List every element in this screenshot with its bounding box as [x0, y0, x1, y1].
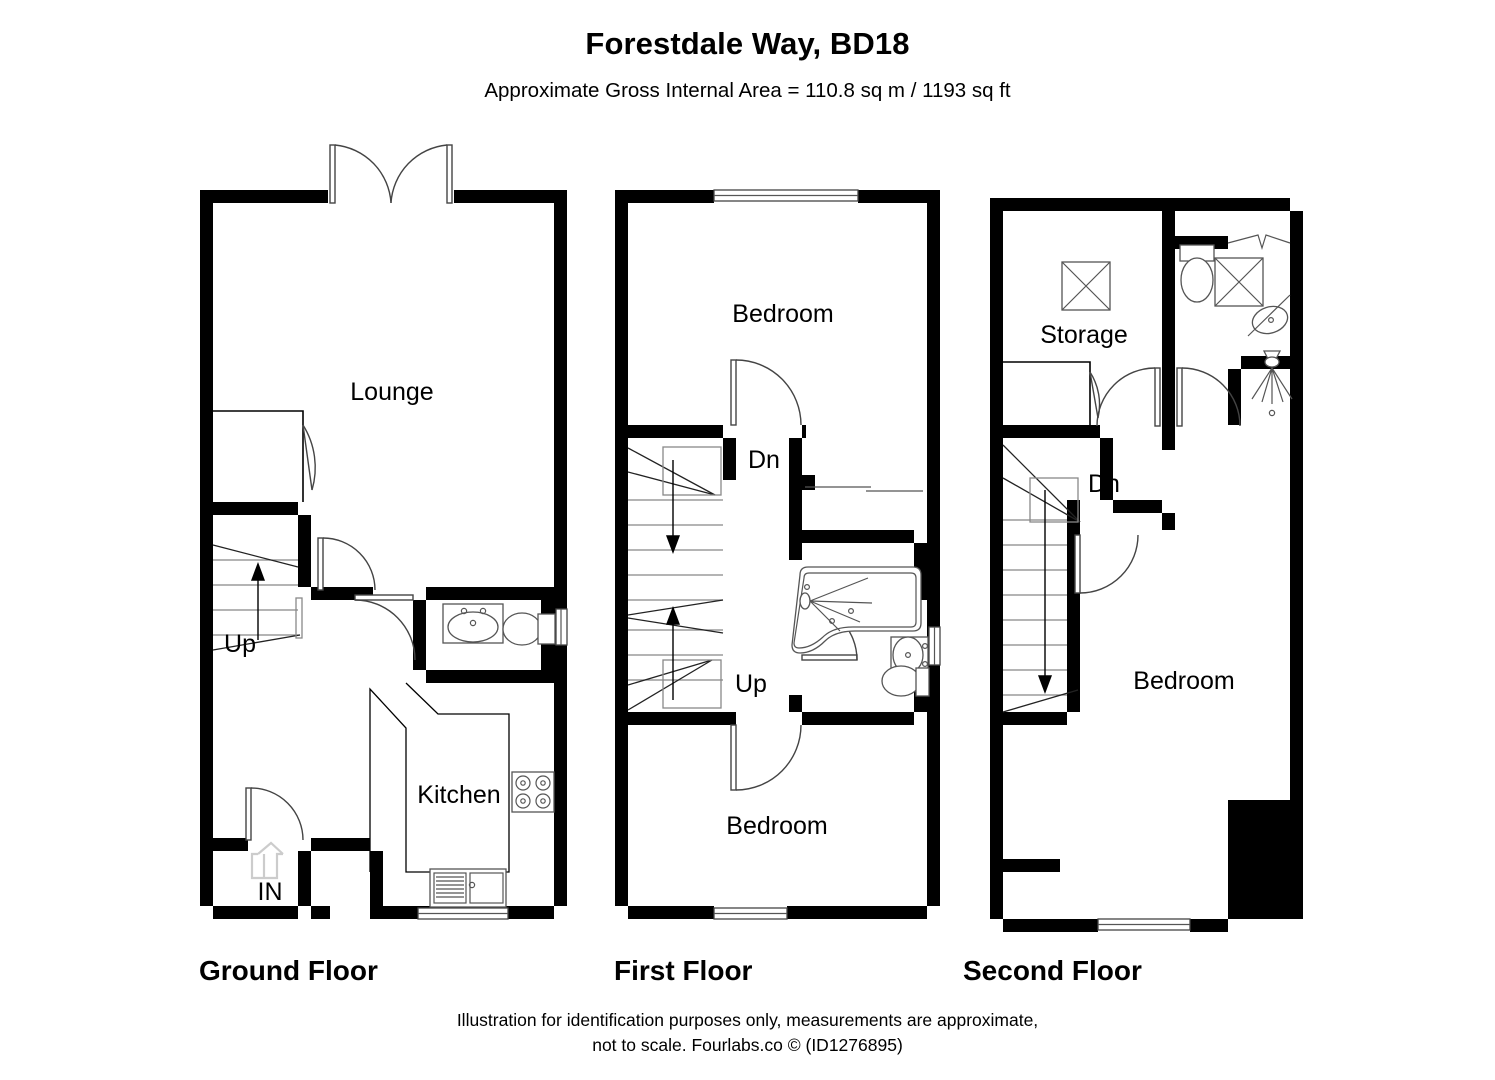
kitchen-window — [417, 907, 509, 920]
disclaimer-footer: Illustration for identification purposes… — [0, 1008, 1495, 1058]
second-room-storage-label: Storage — [1040, 321, 1128, 349]
entrance-door[interactable] — [245, 787, 304, 841]
first-up-label: Up — [735, 670, 767, 698]
ensuite-door[interactable] — [1176, 367, 1241, 427]
first-front-bedroom-door[interactable] — [730, 359, 802, 426]
ensuite-basin — [1247, 294, 1291, 337]
wc-window — [555, 608, 568, 646]
ground-in-label: IN — [258, 878, 283, 906]
ground-up-label: Up — [224, 630, 256, 658]
first-staircase — [627, 446, 724, 711]
in-arrow-icon — [250, 841, 284, 880]
shower-bath — [791, 566, 922, 654]
kitchen-sink — [429, 868, 507, 908]
landing-partition — [805, 486, 923, 492]
area-subtitle: Approximate Gross Internal Area = 110.8 … — [484, 79, 1011, 102]
second-dn-label: Dn — [1088, 470, 1120, 498]
wc-door[interactable] — [354, 594, 416, 661]
ground-floor-walls — [200, 190, 567, 919]
hall-lounge-door[interactable] — [317, 537, 376, 591]
ensuite-toilet — [1179, 244, 1215, 303]
french-doors[interactable] — [329, 144, 453, 204]
first-room-bedroom-rear-label: Bedroom — [726, 812, 827, 840]
wc-toilet — [502, 612, 556, 646]
disclaimer-line-1: Illustration for identification purposes… — [456, 1010, 1039, 1030]
first-rear-bedroom-door[interactable] — [730, 724, 802, 791]
disclaimer-line-2: not to scale. Fourlabs.co © (ID1276895) — [592, 1035, 903, 1055]
ensuite-shower-head — [1251, 350, 1293, 417]
second-floor-plan: Dn Storage Bedroom — [990, 198, 1303, 932]
ground-room-kitchen-label: Kitchen — [417, 781, 500, 809]
ground-staircase — [212, 544, 303, 651]
ground-floor-caption: Ground Floor — [199, 955, 378, 986]
storage-hatch — [1061, 261, 1111, 311]
bathroom-window — [928, 626, 941, 666]
ensuite-roof-window — [1227, 234, 1291, 251]
storage-door[interactable] — [1096, 367, 1161, 427]
understairs-cupboard — [213, 410, 316, 502]
ensuite-shower-tray — [1214, 257, 1264, 307]
page-title: Forestdale Way, BD18 — [585, 26, 910, 61]
ground-room-lounge-label: Lounge — [350, 378, 433, 406]
bathroom-toilet — [881, 665, 930, 697]
second-staircase — [1002, 444, 1081, 713]
second-floor-caption: Second Floor — [963, 955, 1142, 986]
first-rear-window — [713, 907, 788, 920]
ground-floor-plan: Up — [200, 144, 568, 920]
second-rear-window — [1097, 918, 1191, 931]
wc-basin — [442, 603, 504, 644]
first-front-window — [713, 189, 859, 202]
second-room-bedroom-label: Bedroom — [1133, 667, 1234, 695]
floorplan-canvas: Up — [199, 144, 1303, 986]
storage-cupboard — [1003, 361, 1101, 425]
first-floor-caption: First Floor — [614, 955, 753, 986]
first-dn-label: Dn — [748, 446, 780, 474]
kitchen-hob — [511, 771, 555, 813]
second-bedroom-door[interactable] — [1074, 534, 1139, 594]
first-room-bedroom-front-label: Bedroom — [732, 300, 833, 328]
second-floor-walls — [990, 198, 1303, 932]
first-floor-plan: Dn Up — [615, 189, 941, 920]
kitchen-units — [369, 682, 510, 873]
